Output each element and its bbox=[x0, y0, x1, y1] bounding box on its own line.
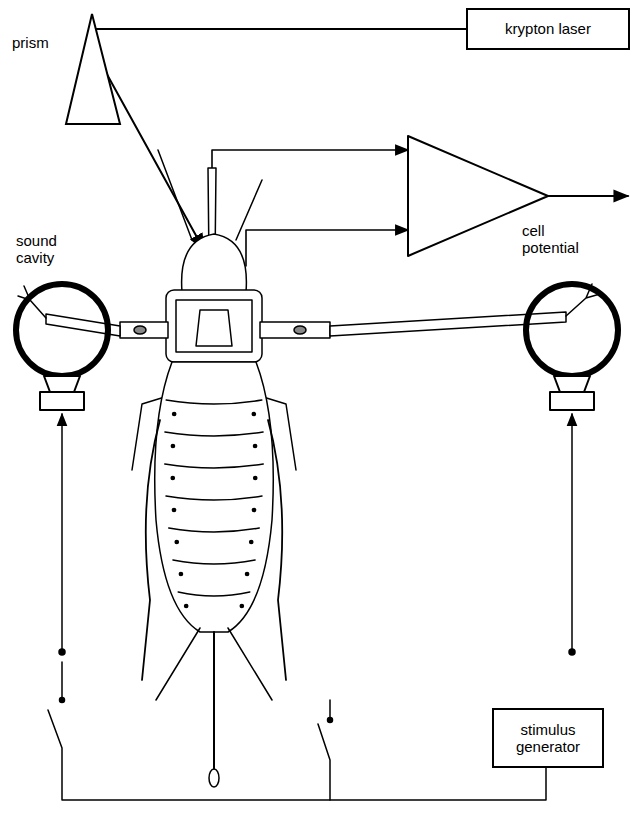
segment-line bbox=[165, 432, 263, 436]
loudspeaker bbox=[40, 376, 84, 410]
abdomen-segments bbox=[165, 400, 263, 608]
front-leg-femur bbox=[120, 322, 168, 338]
tympanum bbox=[294, 326, 306, 334]
electrode-wire bbox=[212, 150, 408, 168]
laser-beam bbox=[124, 28, 466, 30]
segment-line bbox=[173, 560, 255, 564]
part-label: sound cavity bbox=[16, 232, 82, 267]
switch-contact bbox=[328, 718, 333, 723]
amplifier-output bbox=[548, 195, 628, 197]
cricket-head bbox=[182, 234, 247, 292]
spiracle-dot bbox=[175, 540, 178, 543]
spiracle-dot bbox=[245, 572, 248, 575]
front-leg-femur bbox=[260, 322, 330, 338]
part-label: cell potential bbox=[522, 222, 602, 257]
sound-cavity bbox=[526, 284, 618, 376]
switch-wire bbox=[48, 662, 546, 800]
device-name: krypton laser bbox=[497, 16, 599, 41]
spiracle-dot bbox=[179, 572, 182, 575]
segment-line bbox=[166, 400, 262, 404]
spiracle-dot bbox=[254, 476, 257, 479]
tympanum bbox=[134, 326, 146, 334]
spiracle-dot bbox=[252, 412, 255, 415]
spiracle-dot bbox=[252, 508, 255, 511]
device-box: krypton laser bbox=[466, 8, 630, 50]
spiracle-dot bbox=[240, 604, 243, 607]
device-name: stimulus generator bbox=[494, 717, 602, 760]
spiracle-dot bbox=[250, 540, 253, 543]
speaker-wire bbox=[571, 414, 573, 650]
loudspeaker bbox=[550, 376, 594, 410]
reference-wire bbox=[246, 230, 408, 266]
spiracle-dot bbox=[172, 508, 175, 511]
ovipositor bbox=[213, 632, 215, 770]
spiracle-dot bbox=[173, 412, 176, 415]
antenna bbox=[158, 150, 192, 240]
laser-beam bbox=[88, 29, 204, 250]
device-box: stimulus generator bbox=[492, 708, 604, 768]
segment-line bbox=[165, 464, 263, 468]
antenna bbox=[236, 180, 262, 240]
sound-cavity bbox=[16, 284, 108, 376]
speaker-wire bbox=[61, 414, 63, 650]
terminal-dot bbox=[59, 649, 65, 655]
prism-shape: prism bbox=[8, 8, 124, 126]
prism-outline bbox=[8, 8, 124, 126]
segment-line bbox=[169, 528, 259, 532]
part-label: prism bbox=[12, 34, 49, 51]
switch-contact bbox=[60, 698, 65, 703]
segment-line bbox=[178, 592, 250, 596]
terminal-dot bbox=[569, 649, 575, 655]
cricket-abdomen bbox=[155, 362, 274, 632]
ovipositor-tip bbox=[209, 769, 219, 787]
segment-line bbox=[166, 496, 262, 500]
spiracle-dot bbox=[253, 444, 256, 447]
thorax-outline bbox=[176, 300, 252, 352]
spiracle-dot bbox=[171, 476, 174, 479]
cricket-pronotum bbox=[166, 290, 262, 362]
spiracle-dot bbox=[185, 604, 188, 607]
spiracle-dot bbox=[171, 444, 174, 447]
switch-wire bbox=[318, 700, 330, 800]
